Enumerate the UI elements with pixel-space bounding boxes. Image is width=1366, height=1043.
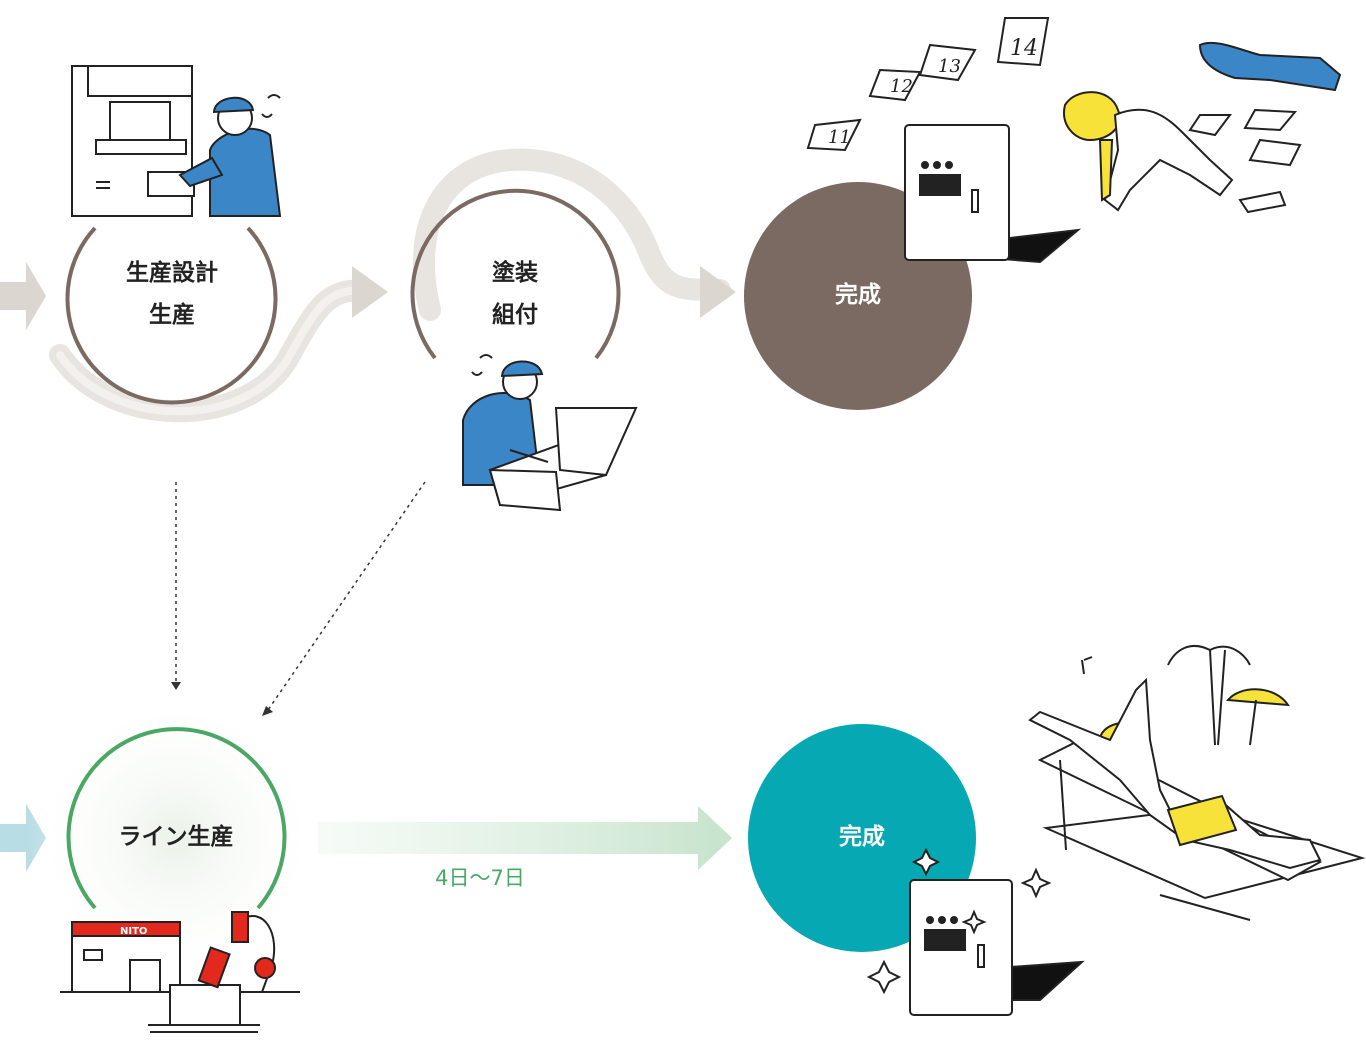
new-done-label: 完成 [839, 824, 885, 850]
line-production-glow [26, 688, 326, 988]
stage1-ring [65, 226, 278, 405]
calendar-12: 12 [890, 76, 913, 97]
calendar-11: 11 [828, 127, 851, 148]
assembly-worker-illustration [462, 354, 638, 512]
overworked-illustration: 11 12 13 14 [806, 17, 1342, 264]
connector-arrowhead-2 [262, 706, 273, 716]
duration-label: 4日〜7日 [435, 866, 525, 890]
stage1-label-line2: 生産 [149, 302, 195, 328]
new-flow-arrow [318, 806, 732, 870]
old-track-arrowhead-1 [352, 266, 388, 318]
press-machine-worker-illustration [71, 65, 282, 217]
calendar-14: 14 [1010, 36, 1038, 61]
stage2-ring [410, 188, 621, 360]
stage2-label-line1: 塗装 [492, 260, 538, 286]
connector-stage2-to-line [267, 481, 426, 711]
old-track-arrowhead-2 [700, 266, 736, 318]
line-production-label: ライン生産 [118, 824, 234, 850]
factory-logo: NITO [120, 926, 147, 937]
factory-robot-illustration: NITO [60, 911, 300, 1033]
relaxing-illustration [866, 645, 1366, 1016]
line-production-ring [66, 727, 287, 910]
entry-arrow-old [0, 262, 46, 330]
stage2-label-line2: 組付 [492, 302, 538, 328]
old-flow-track-inner [56, 286, 369, 416]
connector-arrowhead-1 [171, 682, 181, 690]
stage1-label-line1: 生産設計 [126, 260, 218, 286]
old-done-label: 完成 [835, 282, 881, 308]
calendar-13: 13 [938, 56, 961, 77]
